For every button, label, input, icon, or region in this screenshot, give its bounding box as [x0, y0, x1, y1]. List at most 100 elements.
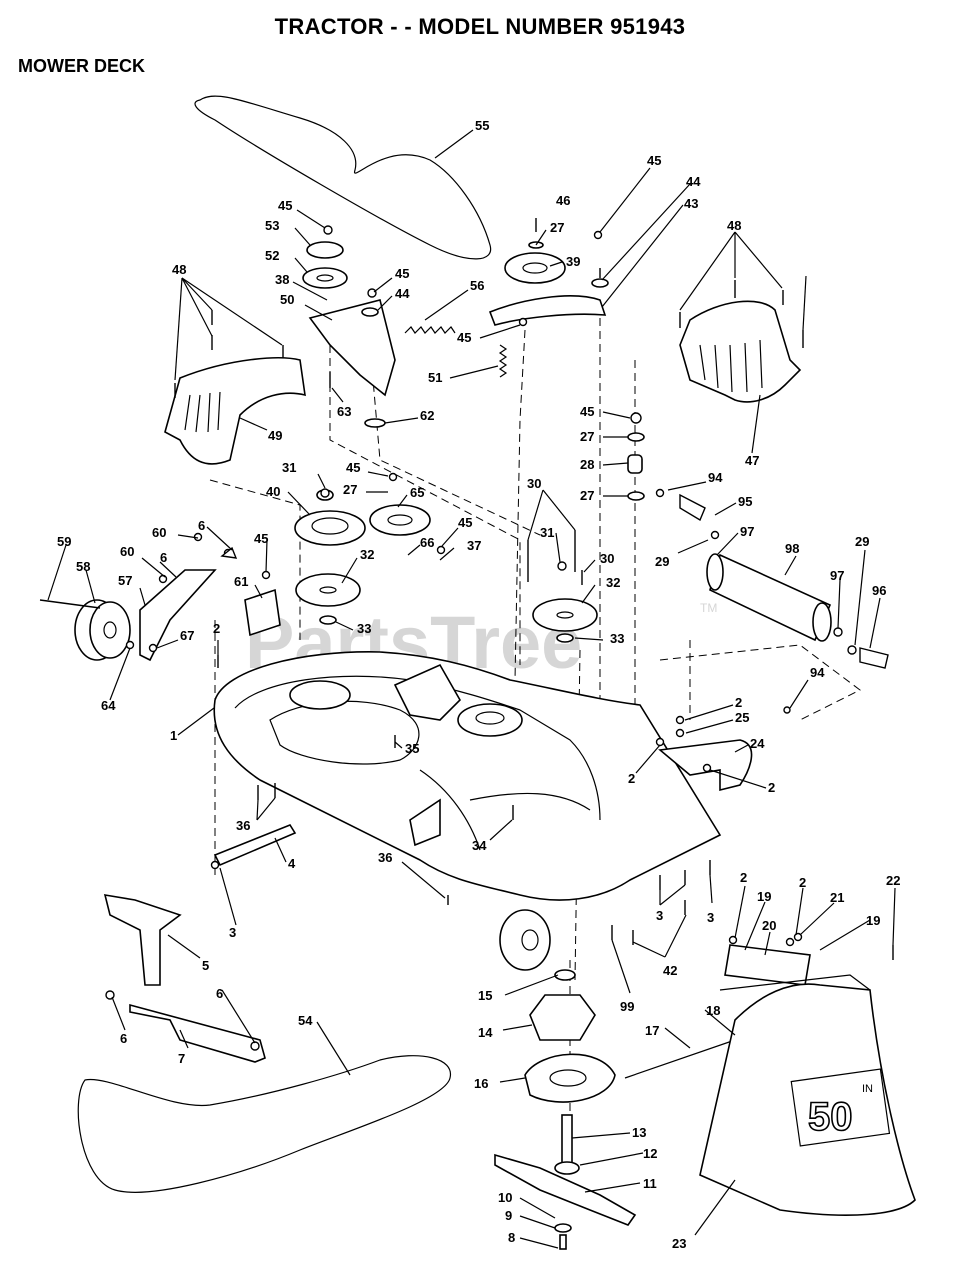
deck-roller	[706, 553, 832, 642]
callout-label: 2	[768, 780, 775, 795]
callout-label: 25	[735, 710, 749, 725]
callout-label: 55	[475, 118, 489, 133]
pulley-32-left	[295, 573, 361, 607]
mower-blade	[494, 1153, 637, 1226]
callout-label: 6	[198, 518, 205, 533]
callout-label: 35	[405, 741, 419, 756]
callout-label: 4	[288, 856, 296, 871]
callout-label: 3	[656, 908, 663, 923]
idler-spring-51	[498, 344, 508, 378]
watermark-trademark: TM	[700, 601, 717, 615]
deck-size-unit: IN	[862, 1083, 873, 1095]
callout-label: 50	[280, 292, 294, 307]
link-bar-7	[129, 1003, 266, 1063]
pulley-53	[306, 241, 344, 259]
callout-label: 46	[556, 193, 570, 208]
callout-label: 57	[118, 573, 132, 588]
callout-label: 5	[202, 958, 209, 973]
section-subtitle: MOWER DECK	[18, 56, 145, 76]
callout-label: 53	[265, 218, 279, 233]
callout-label: 33	[357, 621, 371, 636]
callout-label: 38	[275, 272, 289, 287]
callout-label: 18	[706, 1003, 720, 1018]
chute-rod	[624, 1039, 736, 1079]
callout-label: 15	[478, 988, 492, 1003]
callout-label: 42	[663, 963, 677, 978]
callout-label: 58	[76, 559, 90, 574]
mower-deck-housing	[213, 651, 722, 901]
callout-label: 39	[566, 254, 580, 269]
callout-label: 45	[346, 460, 360, 475]
callout-label: 60	[152, 525, 166, 540]
callout-label: 96	[872, 583, 886, 598]
bracket-61	[244, 588, 281, 637]
callout-label: 19	[757, 889, 771, 904]
chute-hinge	[724, 944, 811, 986]
callout-label: 32	[606, 575, 620, 590]
idler-bracket	[308, 299, 396, 397]
upper-drive-belt	[194, 95, 492, 260]
callout-label: 65	[410, 485, 424, 500]
support-bracket-5	[103, 894, 182, 986]
hardware-fasteners	[39, 218, 894, 1051]
callout-label: 2	[740, 870, 747, 885]
deck-gauge-wheel	[74, 599, 131, 661]
callout-label: 64	[101, 698, 116, 713]
callout-label: 2	[213, 621, 220, 636]
idler-spring-56	[404, 326, 456, 334]
callout-label: 51	[428, 370, 442, 385]
callout-label: 62	[420, 408, 434, 423]
callout-label: 36	[236, 818, 250, 833]
left-belt-cover	[164, 357, 306, 465]
callout-label: 33	[610, 631, 624, 646]
callout-label: 7	[178, 1051, 185, 1066]
deck-front-wheel	[499, 909, 551, 971]
callout-label: 44	[395, 286, 410, 301]
lower-drive-belt	[77, 1055, 451, 1193]
idler-arm	[488, 295, 607, 326]
callout-label: 3	[229, 925, 236, 940]
callout-label: 30	[600, 551, 614, 566]
callout-label: 29	[855, 534, 869, 549]
callout-label: 40	[266, 484, 280, 499]
callout-label: 11	[643, 1176, 657, 1191]
callout-label: 1	[170, 728, 177, 743]
callout-label: 30	[527, 476, 541, 491]
callout-label: 13	[632, 1125, 646, 1140]
pulley-40	[294, 510, 366, 546]
callout-label: 9	[505, 1208, 512, 1223]
callout-label: 45	[458, 515, 472, 530]
callout-label: 2	[735, 695, 742, 710]
callout-label: 2	[628, 771, 635, 786]
callout-label: 31	[540, 525, 554, 540]
callout-label: 95	[738, 494, 752, 509]
spindle-housing	[529, 994, 596, 1041]
callout-label: 52	[265, 248, 279, 263]
spindle-shield	[524, 1053, 616, 1103]
callout-label: 48	[727, 218, 741, 233]
callout-label: 20	[762, 918, 776, 933]
callout-label: 36	[378, 850, 392, 865]
callout-label: 17	[645, 1023, 659, 1038]
callout-label: 66	[420, 535, 434, 550]
callout-label: 45	[278, 198, 292, 213]
callout-label: 6	[216, 986, 223, 1001]
callout-label: 37	[467, 538, 481, 553]
deck-size-badge: 50	[808, 1095, 853, 1139]
callout-label: 31	[282, 460, 296, 475]
callout-leaders	[47, 129, 896, 1249]
callout-label: 45	[647, 153, 661, 168]
callout-label: 28	[580, 457, 594, 472]
callout-label: 34	[472, 838, 487, 853]
callout-label: 6	[160, 550, 167, 565]
callout-label: 94	[810, 665, 825, 680]
wheel-bracket-57	[139, 569, 217, 662]
spindle-shaft	[561, 1114, 573, 1166]
callout-label: 8	[508, 1230, 515, 1245]
callout-label: 27	[343, 482, 357, 497]
pulley-52	[302, 267, 348, 289]
callout-label: 22	[886, 873, 900, 888]
right-belt-cover	[679, 300, 802, 403]
callout-label: 12	[643, 1146, 657, 1161]
callout-label: 21	[830, 890, 844, 905]
